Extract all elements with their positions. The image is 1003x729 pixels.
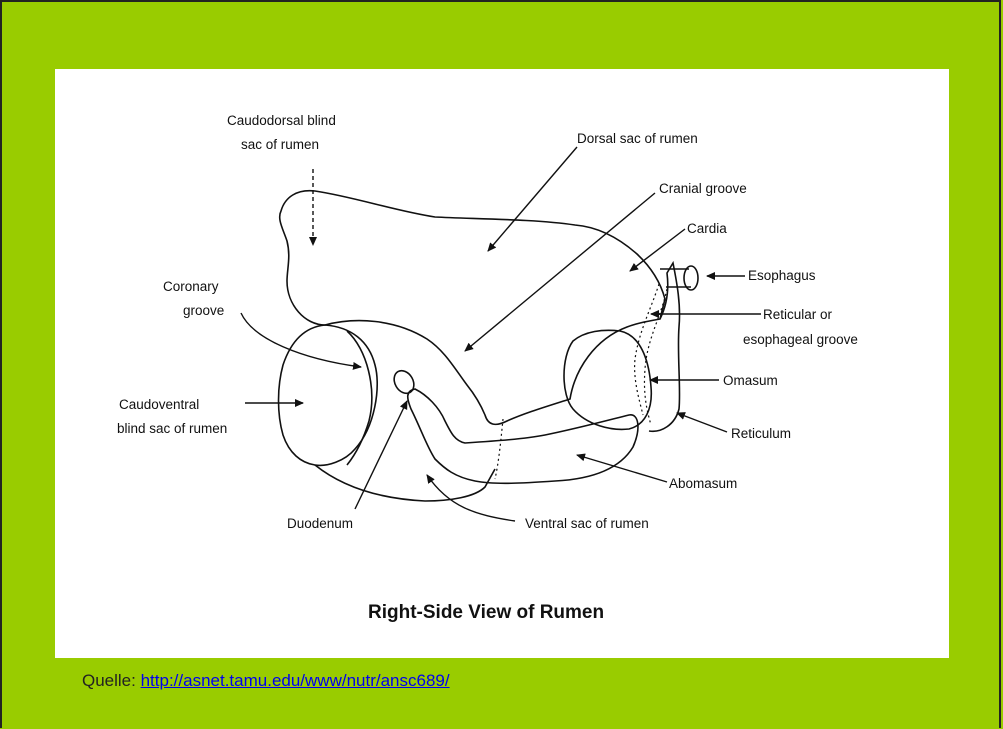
- label-cranial-groove: Cranial groove: [659, 181, 747, 196]
- rumen-diagram: Caudodorsal blind sac of rumen Dorsal sa…: [55, 69, 949, 658]
- arrow-cardia: [630, 229, 685, 271]
- abomasal-dotted: [495, 419, 503, 479]
- label-dorsal-sac: Dorsal sac of rumen: [577, 131, 698, 146]
- caudoventral-sac-outline: [279, 325, 378, 465]
- arrow-ventral-sac: [427, 475, 515, 521]
- dorsal-sac-outline: [280, 191, 665, 425]
- caption-prefix: Quelle:: [82, 671, 141, 690]
- label-abomasum: Abomasum: [669, 476, 737, 491]
- diagram-labels: Caudodorsal blind sac of rumen Dorsal sa…: [117, 113, 858, 623]
- label-coronary-1: Coronary: [163, 279, 219, 294]
- label-reticular-2: esophageal groove: [743, 332, 858, 347]
- abomasum-outline: [408, 389, 638, 483]
- organ-outlines: [279, 191, 699, 501]
- label-reticular-1: Reticular or: [763, 307, 833, 322]
- label-esophagus: Esophagus: [748, 268, 816, 283]
- duodenum-opening: [390, 367, 418, 397]
- coronary-groove-line: [347, 331, 372, 465]
- label-coronary-2: groove: [183, 303, 224, 318]
- diagram-title: Right-Side View of Rumen: [368, 602, 604, 623]
- label-omasum: Omasum: [723, 373, 778, 388]
- rumen-drawing: Caudodorsal blind sac of rumen Dorsal sa…: [55, 69, 949, 658]
- label-reticulum: Reticulum: [731, 426, 791, 441]
- arrow-reticulum: [677, 413, 727, 432]
- arrow-dorsal-sac: [488, 147, 577, 251]
- label-ventral-sac: Ventral sac of rumen: [525, 516, 649, 531]
- omasum-outline: [564, 330, 651, 429]
- label-caudoventral-2: blind sac of rumen: [117, 421, 227, 436]
- reticular-groove-dotted: [635, 284, 659, 415]
- source-link[interactable]: http://asnet.tamu.edu/www/nutr/ansc689/: [141, 671, 450, 690]
- label-caudodorsal-2: sac of rumen: [241, 137, 319, 152]
- internal-dotted-lines: [495, 284, 667, 479]
- label-cardia: Cardia: [687, 221, 727, 236]
- label-duodenum: Duodenum: [287, 516, 353, 531]
- source-caption: Quelle: http://asnet.tamu.edu/www/nutr/a…: [82, 671, 450, 691]
- label-caudoventral-1: Caudoventral: [119, 397, 199, 412]
- reticulum-outline: [649, 263, 680, 431]
- label-caudodorsal-1: Caudodorsal blind: [227, 113, 336, 128]
- arrow-duodenum: [355, 401, 407, 509]
- ventral-sac-outline: [315, 465, 495, 501]
